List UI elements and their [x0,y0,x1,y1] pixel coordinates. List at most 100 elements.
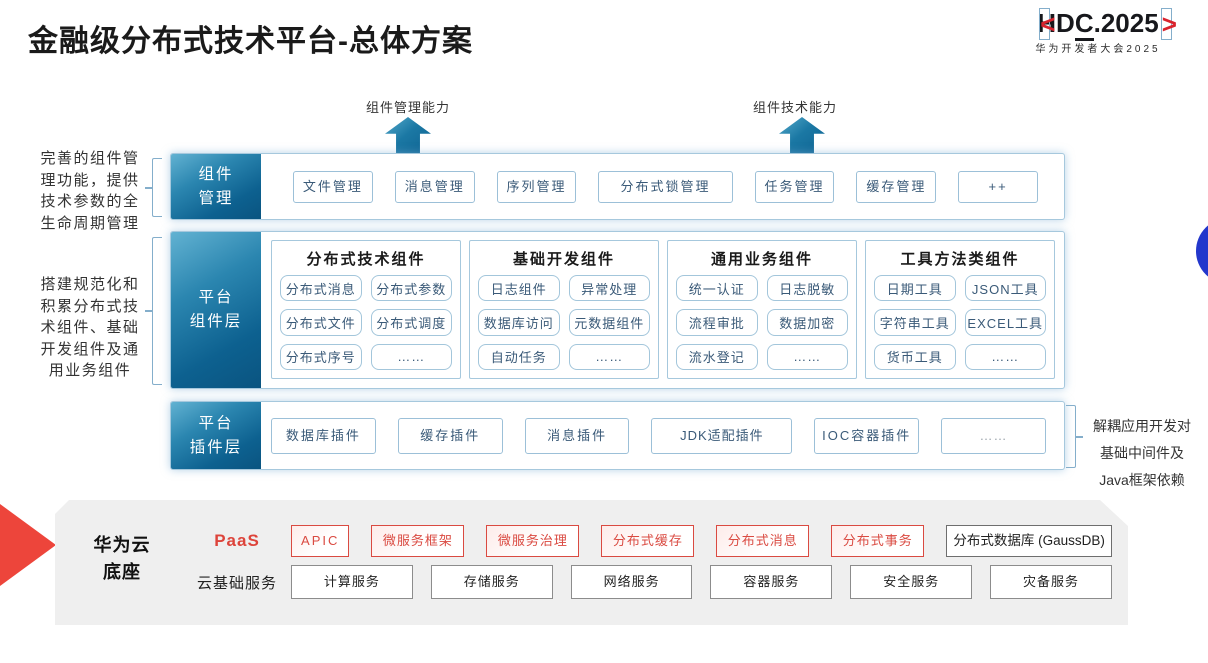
mgmt-item-sequence: 序列管理 [496,170,577,203]
group-distributed-tech: 分布式技术组件 分布式消息 分布式参数 分布式文件 分布式调度 分布式序号 …… [271,240,461,379]
chip-distributed-file: 分布式文件 [280,309,362,336]
plugin-cache: 缓存插件 [397,417,503,454]
chip-db-access: 数据库访问 [478,309,560,336]
chip-more: …… [568,343,650,370]
right-brace-plugins [1066,405,1076,468]
logo-hd: HD [1037,8,1075,38]
platform-plugin-row: 平台 插件层 数据库插件 缓存插件 消息插件 JDK适配插件 IOC容器插件 …… [170,401,1065,470]
logo-c: C [1074,8,1094,41]
group-grid: 日志组件 异常处理 数据库访问 元数据组件 自动任务 …… [478,275,650,370]
platform-component-row: 平台 组件层 分布式技术组件 分布式消息 分布式参数 分布式文件 分布式调度 分… [170,231,1065,389]
mgmt-item-cache: 缓存管理 [856,170,937,203]
hdc-logo-text: <HDC.2025> [996,8,1200,41]
iaas-label: 云基础服务 [196,574,277,592]
chip-date-tool: 日期工具 [874,275,956,302]
paas-distributed-message: 分布式消息 [716,525,809,557]
note-component-management: 完善的组件管 理功能，提供 技术参数的全 生命周期管理 [40,150,140,232]
plugin-more: …… [941,417,1046,454]
paas-label: PaaS [214,531,260,550]
chip-string-tool: 字符串工具 [874,309,956,336]
chip-exception-handle: 异常处理 [568,275,650,302]
mgmt-item-task: 任务管理 [754,170,835,203]
platform-plugin-items: 数据库插件 缓存插件 消息插件 JDK适配插件 IOC容器插件 …… [261,402,1064,469]
chip-more: …… [766,343,848,370]
group-utility-tools: 工具方法类组件 日期工具 JSON工具 字符串工具 EXCEL工具 货币工具 …… [865,240,1055,379]
logo-left-bracket: < [1039,8,1056,40]
hdc-logo-subtitle: 华为开发者大会2025 [1035,44,1161,55]
mgmt-capability-label: 组件管理能力 [365,100,450,115]
mgmt-item-plus-plus: ++ [958,170,1039,203]
logo-year: .2025 [1093,8,1159,38]
iaas-security: 安全服务 [850,565,972,599]
iaas-storage: 存储服务 [431,565,553,599]
platform-plugin-row-label: 平台 插件层 [171,402,261,469]
chip-log-masking: 日志脱敏 [766,275,848,302]
component-mgmt-row: 组件 管理 文件管理 消息管理 序列管理 分布式锁管理 任务管理 缓存管理 ++ [170,153,1065,220]
mgmt-item-file: 文件管理 [293,170,373,203]
chip-excel-tool: EXCEL工具 [964,309,1046,336]
huawei-cloud-base-panel: 华为云 底座 PaaS APIC 微服务框架 微服务治理 分布式缓存 分布式消息… [55,500,1128,625]
hdc-2025-logo: <HDC.2025> 华为开发者大会2025 [996,8,1200,55]
iaas-row: 云基础服务 计算服务 存储服务 网络服务 容器服务 安全服务 灾备服务 [183,565,1112,599]
paas-microservice-framework: 微服务框架 [371,525,464,557]
platform-component-groups: 分布式技术组件 分布式消息 分布式参数 分布式文件 分布式调度 分布式序号 ……… [261,232,1064,388]
iaas-disaster-recovery: 灾备服务 [990,565,1112,599]
chip-currency-tool: 货币工具 [874,343,956,370]
plugin-database: 数据库插件 [271,417,376,454]
left-brace-row1 [152,158,162,217]
cloud-service-rows: PaaS APIC 微服务框架 微服务治理 分布式缓存 分布式消息 分布式事务 … [183,525,1112,607]
tech-capability-arrow-icon [779,117,825,157]
chip-log-component: 日志组件 [478,275,560,302]
page-title: 金融级分布式技术平台-总体方案 [28,25,473,58]
plugin-jdk-adapter: JDK适配插件 [651,417,793,454]
group-basic-dev: 基础开发组件 日志组件 异常处理 数据库访问 元数据组件 自动任务 …… [469,240,659,379]
chip-journal-register: 流水登记 [676,343,758,370]
chip-distributed-param: 分布式参数 [370,275,452,302]
group-grid: 统一认证 日志脱敏 流程审批 数据加密 流水登记 …… [676,275,848,370]
iaas-items: 计算服务 存储服务 网络服务 容器服务 安全服务 灾备服务 [291,565,1112,599]
tech-capability-label: 组件技术能力 [752,100,837,115]
group-grid: 日期工具 JSON工具 字符串工具 EXCEL工具 货币工具 …… [874,275,1046,370]
group-title: 分布式技术组件 [306,251,426,268]
chip-more: …… [964,343,1046,370]
paas-apic: APIC [291,525,349,557]
component-mgmt-row-label: 组件 管理 [171,154,261,219]
logo-right-bracket: > [1160,8,1177,40]
chip-distributed-serial: 分布式序号 [280,343,362,370]
chip-auto-task: 自动任务 [478,343,560,370]
component-mgmt-items: 文件管理 消息管理 序列管理 分布式锁管理 任务管理 缓存管理 ++ [261,154,1064,219]
chip-metadata: 元数据组件 [568,309,650,336]
plugin-ioc-container: IOC容器插件 [814,417,920,454]
iaas-compute: 计算服务 [291,565,413,599]
paas-microservice-governance: 微服务治理 [486,525,579,557]
left-brace-row2 [152,237,162,385]
platform-component-row-label: 平台 组件层 [171,232,261,388]
iaas-container: 容器服务 [710,565,832,599]
red-arrow-icon [0,504,56,586]
group-title: 工具方法类组件 [900,251,1020,268]
mgmt-item-message: 消息管理 [394,170,475,203]
chip-distributed-schedule: 分布式调度 [370,309,452,336]
plugin-message: 消息插件 [524,417,630,454]
chip-data-encrypt: 数据加密 [766,309,848,336]
paas-row: PaaS APIC 微服务框架 微服务治理 分布式缓存 分布式消息 分布式事务 … [183,525,1112,557]
paas-distributed-transaction: 分布式事务 [831,525,924,557]
note-component-building: 搭建规范化和 积累分布式技 术组件、基础 开发组件及通 用业务组件 [40,276,140,379]
mgmt-capability-arrow-icon [385,117,431,157]
chip-unified-auth: 统一认证 [676,275,758,302]
cloud-base-label: 华为云 底座 [93,535,151,582]
iaas-network: 网络服务 [571,565,693,599]
chip-more: …… [370,343,452,370]
blue-circle-decoration [1196,218,1208,284]
chip-json-tool: JSON工具 [964,275,1046,302]
paas-distributed-cache: 分布式缓存 [601,525,694,557]
chip-distributed-message: 分布式消息 [280,275,362,302]
group-common-business: 通用业务组件 统一认证 日志脱敏 流程审批 数据加密 流水登记 …… [667,240,857,379]
paas-gaussdb: 分布式数据库 (GaussDB) [946,525,1112,557]
group-title: 通用业务组件 [710,251,813,268]
mgmt-item-distributed-lock: 分布式锁管理 [598,170,733,203]
group-title: 基础开发组件 [512,251,615,268]
chip-workflow-approval: 流程审批 [676,309,758,336]
paas-items: APIC 微服务框架 微服务治理 分布式缓存 分布式消息 分布式事务 分布式数据… [291,525,1112,557]
